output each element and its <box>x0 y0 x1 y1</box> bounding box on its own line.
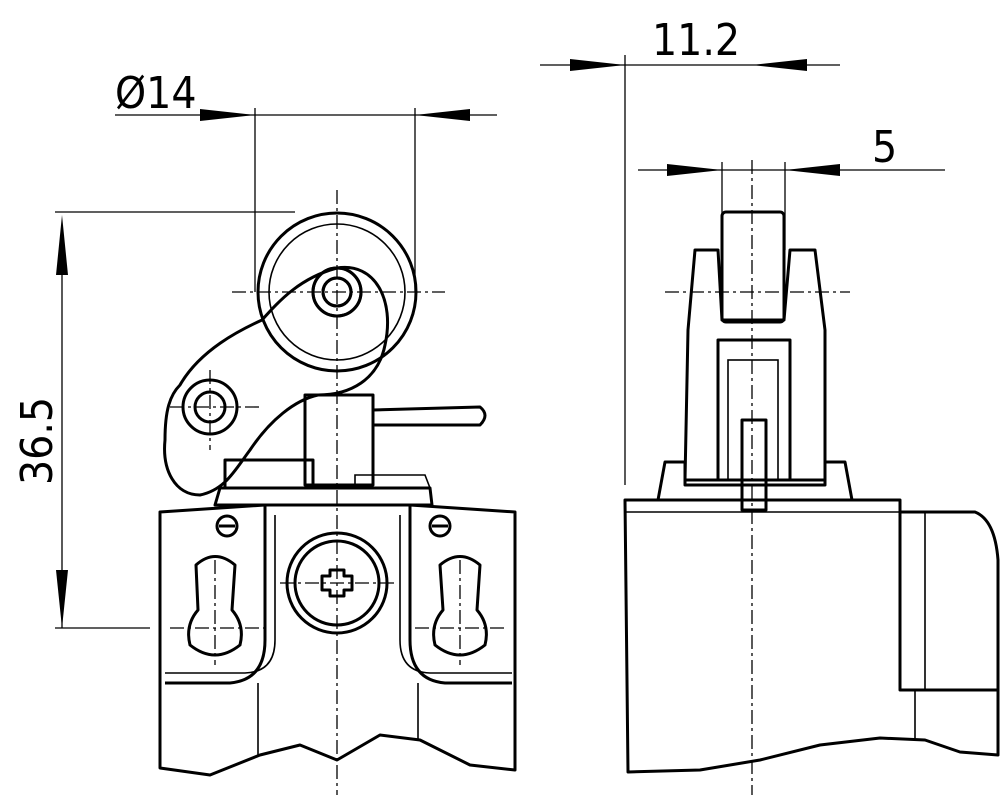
head-base-side <box>656 460 854 502</box>
dimension-roller-width: 5 <box>638 122 945 250</box>
arrow-icon <box>785 164 840 176</box>
plunger-tab <box>372 405 487 427</box>
plunger <box>303 393 375 487</box>
roller-axle-front <box>321 276 353 308</box>
plunger-inner <box>727 359 779 481</box>
arrow-icon <box>56 570 68 628</box>
dimension-label-diameter: Ø14 <box>115 68 197 119</box>
dimension-height: 36.5 <box>12 211 295 629</box>
head-step <box>354 474 431 489</box>
housing <box>158 503 517 777</box>
dimension-label-height: 36.5 <box>12 397 63 485</box>
arrow-icon <box>752 59 807 71</box>
head-base <box>213 486 434 507</box>
plunger-stem <box>740 418 768 512</box>
cover-lines <box>914 512 926 740</box>
recess-inner-left <box>165 515 276 674</box>
small-screw-right <box>428 514 452 538</box>
arrow-icon <box>667 164 722 176</box>
dimension-label-offset: 11.2 <box>652 15 740 66</box>
mounting-slot-right <box>432 555 488 657</box>
phillips-screw-icon <box>320 568 354 598</box>
arrow-icon <box>570 59 625 71</box>
mounting-slot-left <box>187 555 243 657</box>
roller-inner-ring <box>268 223 406 361</box>
arrow-icon <box>56 215 68 275</box>
roller-outer <box>256 211 418 373</box>
dimension-label-roller-width: 5 <box>872 122 897 173</box>
dimension-diameter: Ø14 <box>115 68 497 292</box>
lever-arm <box>163 265 390 497</box>
front-view <box>158 190 517 795</box>
roller-side <box>720 210 786 324</box>
recess-inner-right <box>399 515 512 674</box>
central-screw-ring <box>293 539 381 627</box>
roller-hub-front <box>311 266 363 318</box>
lever-fork <box>683 248 827 482</box>
small-screw-left <box>215 514 239 538</box>
cover-outline <box>898 512 998 692</box>
arrow-icon <box>415 109 470 121</box>
side-view <box>623 160 1000 795</box>
arrow-icon <box>200 109 255 121</box>
dimension-offset: 11.2 <box>540 15 840 485</box>
housing-side <box>623 498 1000 774</box>
